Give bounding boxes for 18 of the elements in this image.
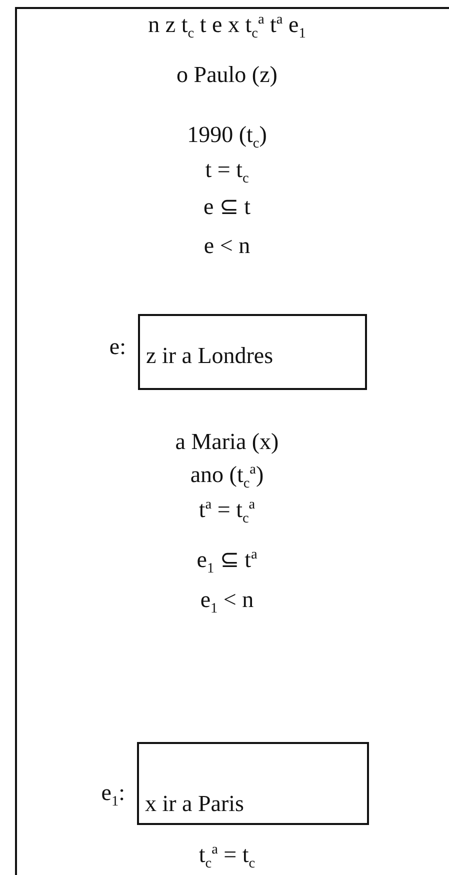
condition-text: 1990 (t$_{c}$) bbox=[187, 121, 267, 153]
event-label: e: bbox=[109, 333, 126, 361]
condition-text: z ir a Londres bbox=[146, 342, 274, 370]
condition-box bbox=[138, 314, 367, 390]
event-label: e$_{1}$: bbox=[101, 779, 125, 811]
condition-box bbox=[137, 742, 369, 825]
condition-text: e$_{1}$ ⊆ t$^{a}$ bbox=[196, 546, 258, 578]
condition-text: a Maria (x) bbox=[175, 428, 279, 456]
condition-text: t$_{c}$$^{a}$ = t$_{c}$ bbox=[198, 841, 256, 873]
condition-text: o Paulo (z) bbox=[176, 61, 278, 89]
condition-text: ano (t$_{c}$$^{a}$) bbox=[190, 461, 264, 493]
condition-text: t = t$_{c}$ bbox=[205, 156, 249, 188]
drs-box bbox=[15, 7, 449, 875]
discourse-referents: n z t$_{c}$ t e x t$_{c}$$^{a}$ t$^{a}$ e$_{1}$ bbox=[148, 11, 306, 43]
condition-text: e < n bbox=[204, 232, 250, 260]
condition-text: e$_{1}$ < n bbox=[200, 586, 254, 618]
condition-text: e ⊆ t bbox=[203, 193, 251, 221]
condition-text: x ir a Paris bbox=[145, 790, 244, 818]
